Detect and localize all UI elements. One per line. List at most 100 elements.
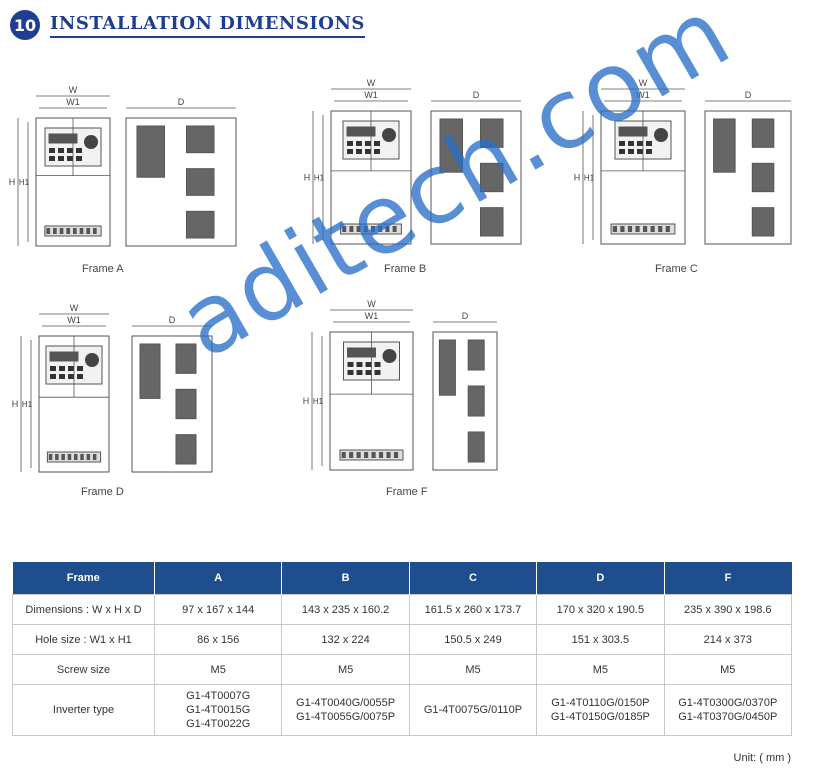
- frame-c-keypad-knob: [654, 128, 668, 142]
- table-cell: M5: [536, 654, 665, 685]
- frame-b-keypad-key: [365, 149, 371, 154]
- frame-b-terminal: [385, 226, 390, 232]
- frame-a-keypad-key: [76, 148, 82, 153]
- frame-c-keypad-key: [646, 149, 652, 154]
- frame-a-vent: [136, 125, 165, 178]
- frame-f-keypad-knob: [382, 349, 397, 363]
- frame-b-d-label: D: [473, 90, 480, 100]
- frame-c-keypad-key: [628, 141, 634, 146]
- frame-a-keypad-key: [49, 156, 55, 161]
- frame-f-terminal: [378, 452, 384, 458]
- frame-f-h1-label: H1: [313, 397, 324, 406]
- frame-f-vent: [438, 339, 456, 396]
- frame-c-w-label: W: [639, 78, 648, 88]
- frame-f-keypad-key: [356, 370, 363, 375]
- frame-b-terminal: [378, 226, 383, 232]
- frame-b-keypad-key: [347, 149, 353, 154]
- table-cell: 161.5 x 260 x 173.7: [408, 594, 538, 625]
- table-cell: M5: [408, 654, 538, 685]
- frame-b-keypad-display: [346, 126, 376, 137]
- frame-a-caption: Frame A: [82, 263, 124, 275]
- frame-c-d-label: D: [745, 90, 752, 100]
- frame-d-terminal: [92, 454, 97, 460]
- frame-c-vent: [751, 118, 775, 148]
- frame-b-terminal: [363, 226, 368, 232]
- inverter-model: G1-4T0110G/0150P: [551, 697, 650, 709]
- frame-a-keypad-key: [67, 148, 73, 153]
- frame-c-terminal: [620, 226, 625, 232]
- frame-b-keypad-key: [374, 141, 380, 146]
- inverter-model: G1-4T0150G/0185P: [550, 711, 650, 723]
- section-title: INSTALLATION DIMENSIONS: [50, 13, 365, 38]
- table-cell: G1-4T0075G/0110P: [408, 684, 538, 736]
- header-f: F: [664, 562, 792, 595]
- inverter-model: G1-4T0075G/0110P: [423, 704, 523, 716]
- table-cell: 235 x 390 x 198.6: [663, 594, 793, 625]
- inverter-model: G1-4T0040G/0055P: [296, 697, 396, 709]
- frame-d-vent: [139, 343, 161, 399]
- frame-f-vent: [467, 431, 485, 463]
- table-cell: 132 x 224: [281, 624, 410, 655]
- table-cell: 214 x 373: [663, 624, 793, 655]
- table-cell: G1-4T0300G/0370P G1-4T0370G/0450P: [663, 684, 793, 736]
- frame-a-vent: [186, 125, 215, 154]
- frame-b-w1-label: W1: [364, 90, 378, 100]
- frame-d-keypad-key: [77, 366, 83, 371]
- frame-f-keypad-key: [374, 370, 381, 375]
- frame-d-h-label: H: [12, 399, 19, 409]
- frame-d-terminal: [86, 454, 91, 460]
- table-cell: G1-4T0110G/0150P G1-4T0150G/0185P: [536, 684, 665, 736]
- frame-c-terminal: [635, 226, 640, 232]
- frame-f-w-label: W: [367, 299, 376, 309]
- frame-c-keypad-key: [628, 149, 634, 154]
- frame-d-keypad-display: [49, 351, 79, 362]
- inverter-model: G1-4T0007G: [186, 690, 251, 702]
- frame-f-keypad-display: [347, 347, 376, 358]
- frame-d-keypad-key: [59, 366, 65, 371]
- frame-d-w-label: W: [70, 303, 79, 313]
- frame-f-keypad-key: [365, 362, 372, 367]
- section-heading: 10 INSTALLATION DIMENSIONS: [10, 8, 365, 42]
- section-number-badge: 10: [10, 10, 40, 40]
- frame-c-keypad-key: [646, 141, 652, 146]
- table-row-inverter-type: Inverter type G1-4T0007G G1-4T0015G G1-4…: [12, 684, 793, 736]
- frame-a-keypad-display: [48, 133, 78, 144]
- frame-d-vent: [175, 434, 197, 465]
- frame-b-keypad-knob: [382, 128, 396, 142]
- row-label: Hole size : W1 x H1: [12, 624, 155, 655]
- frame-d-terminal: [80, 454, 84, 460]
- frame-d-caption: Frame D: [81, 486, 124, 498]
- row-label: Dimensions : W x H x D: [12, 594, 155, 625]
- frame-b-h1-label: H1: [314, 174, 325, 183]
- frame-a-w1-label: W1: [66, 97, 80, 107]
- frame-b-terminal: [349, 226, 354, 232]
- table-cell: M5: [281, 654, 410, 685]
- frame-f-d-label: D: [462, 311, 469, 321]
- frame-d-d-label: D: [169, 315, 176, 325]
- frame-b-vent: [480, 207, 504, 237]
- header-c: C: [409, 562, 538, 595]
- inverter-model: G1-4T0055G/0075P: [296, 711, 396, 723]
- frame-a-keypad-key: [76, 156, 82, 161]
- header-frame: Frame: [12, 562, 155, 595]
- frame-c-keypad-key: [637, 141, 643, 146]
- table-cell: M5: [663, 654, 793, 685]
- table-cell: 150.5 x 249: [408, 624, 538, 655]
- frame-a-d-label: D: [178, 97, 185, 107]
- frame-a-terminal: [92, 228, 97, 234]
- frame-c-keypad-display: [618, 126, 648, 137]
- frame-b-keypad-key: [365, 141, 371, 146]
- frame-a-terminal: [86, 228, 91, 234]
- frame-b-terminal: [392, 226, 397, 232]
- frame-a-h-label: H: [9, 177, 16, 187]
- table-cell: G1-4T0007G G1-4T0015G G1-4T0022G: [153, 684, 283, 736]
- frame-d-keypad-key: [77, 374, 83, 379]
- frame-b-terminal: [371, 226, 375, 232]
- frame-a-terminal: [53, 228, 57, 234]
- row-label: Inverter type: [12, 684, 155, 736]
- frame-d-keypad-key: [68, 374, 74, 379]
- table-cell: 143 x 235 x 160.2: [281, 594, 410, 625]
- header-d: D: [536, 562, 665, 595]
- frame-b-terminal: [342, 226, 347, 232]
